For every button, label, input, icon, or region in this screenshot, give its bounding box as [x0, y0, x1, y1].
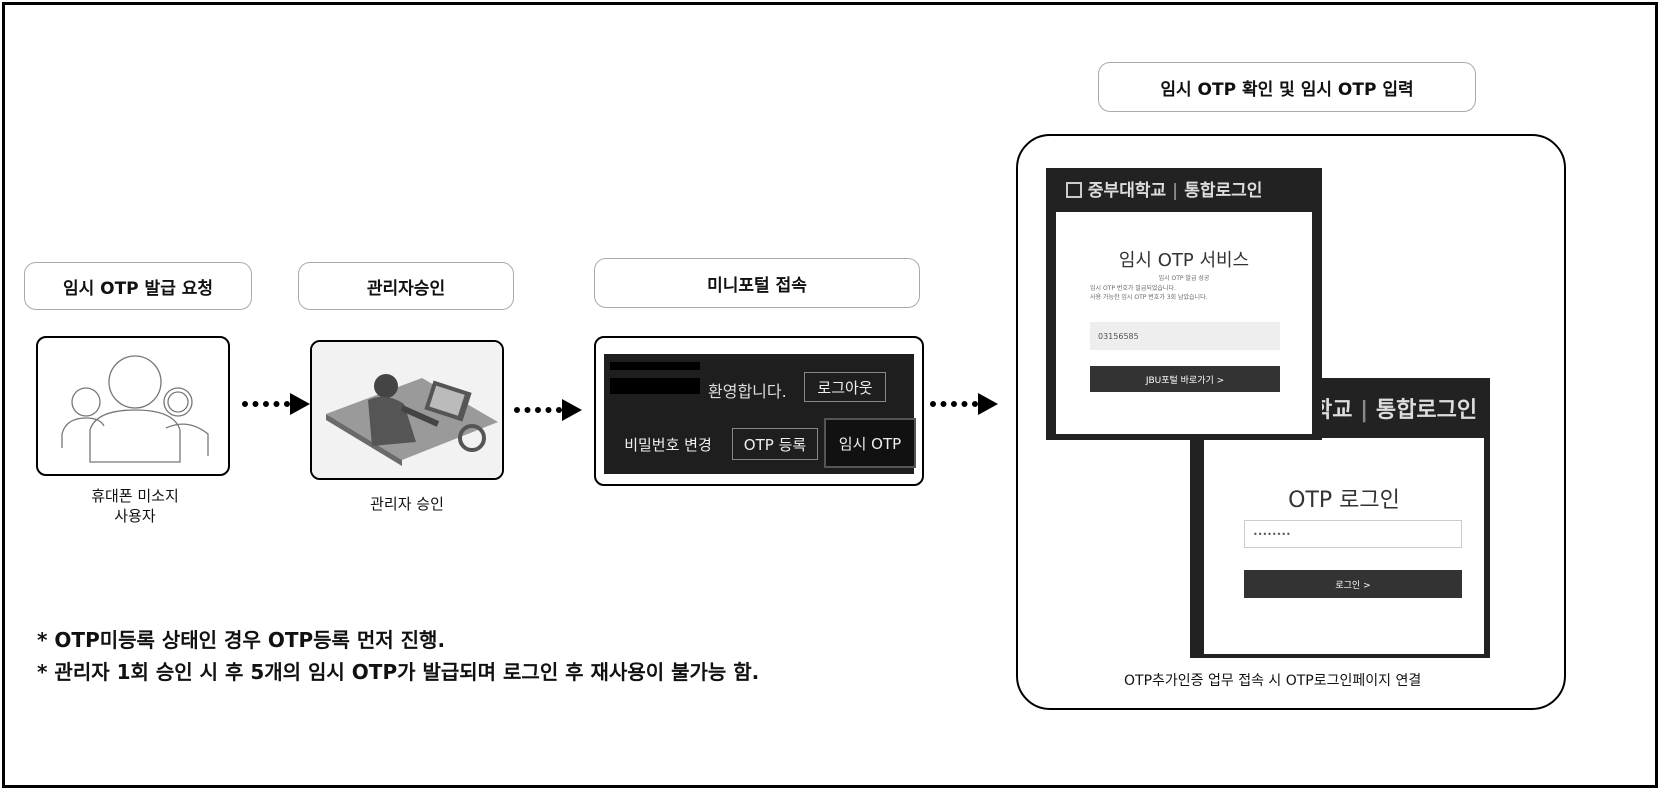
step1-caption: 휴대폰 미소지 사용자	[50, 486, 220, 526]
arrow-head-icon	[562, 399, 582, 421]
right-panel-title: 임시 OTP 확인 및 임시 OTP 입력	[1098, 62, 1476, 112]
logout-button[interactable]: 로그아웃	[804, 372, 886, 402]
note-1: * OTP미등록 상태인 경우 OTP등록 먼저 진행.	[37, 628, 446, 652]
temp-otp-value-field[interactable]: 03156585	[1090, 322, 1280, 350]
screen1-brand-sub: 통합로그인	[1184, 181, 1263, 201]
otp-process-panel	[1016, 134, 1566, 710]
admin-image	[310, 340, 504, 480]
arrow-head-icon	[978, 393, 998, 415]
otp-login-heading: OTP 로그인	[1288, 488, 1400, 513]
screen2-brand: 학교 | 통합로그인	[1312, 398, 1478, 423]
arrow-1	[242, 393, 310, 415]
temp-otp-heading: 임시 OTP 서비스	[1118, 250, 1250, 271]
temp-otp-msg1: 임시 OTP 발급 성공	[1158, 275, 1210, 282]
screen1-brand: 중부대학교 | 통합로그인	[1066, 176, 1262, 201]
university-logo-icon	[1066, 182, 1082, 198]
step1-caption-line2: 사용자	[114, 507, 156, 525]
arrow-head-icon	[290, 393, 310, 415]
step3-label: 미니포털 접속	[594, 258, 920, 308]
screen1-brand-name: 중부대학교	[1087, 181, 1167, 201]
arrow-2	[514, 399, 582, 421]
right-panel-caption: OTP추가인증 업무 접속 시 OTP로그인페이지 연결	[1124, 673, 1422, 689]
screen2-brand-sub: 통합로그인	[1375, 398, 1478, 423]
users-icon	[61, 355, 209, 463]
welcome-text: 환영합니다.	[708, 382, 787, 401]
otp-register-button[interactable]: OTP 등록	[732, 428, 818, 460]
redacted-user-id	[610, 362, 700, 370]
password-change-button[interactable]: 비밀번호 변경	[624, 435, 712, 454]
step2-caption: 관리자 승인	[370, 495, 444, 513]
temp-otp-msg3: 사용 가능한 임시 OTP 번호가 3회 남았습니다.	[1090, 294, 1208, 301]
otp-password-input[interactable]: ••••••••	[1244, 520, 1462, 548]
admin-computer-icon	[312, 342, 502, 478]
mini-portal-screenshot: 환영합니다. 로그아웃 비밀번호 변경 OTP 등록 임시 OTP	[594, 336, 924, 486]
otp-login-form	[1204, 438, 1484, 654]
note-2: * 관리자 1회 승인 시 후 5개의 임시 OTP가 발급되며 로그인 후 재…	[37, 660, 760, 684]
step1-label: 임시 OTP 발급 요청	[24, 262, 252, 310]
redacted-user-name	[610, 378, 700, 394]
temp-otp-msg2: 임시 OTP 번호가 발급되었습니다.	[1090, 285, 1176, 292]
step2-label: 관리자승인	[298, 262, 514, 310]
jbu-portal-button[interactable]: JBU포털 바로가기 >	[1090, 366, 1280, 392]
arrow-3	[930, 393, 998, 415]
temp-otp-button[interactable]: 임시 OTP	[824, 418, 916, 468]
step1-caption-line1: 휴대폰 미소지	[91, 487, 179, 505]
otp-login-button[interactable]: 로그인 >	[1244, 570, 1462, 598]
users-image	[36, 336, 230, 476]
